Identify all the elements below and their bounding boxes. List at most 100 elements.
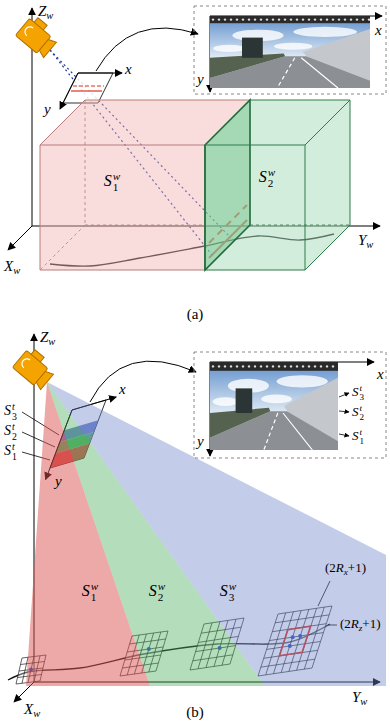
frame-dot — [302, 365, 304, 367]
band-label: S1t — [4, 442, 17, 462]
frame-dot — [332, 18, 334, 20]
region-label: S2w — [149, 581, 165, 604]
glyph: S — [82, 582, 90, 599]
image-axis — [60, 73, 78, 109]
region-shape — [47, 382, 386, 686]
frame-dot — [284, 365, 286, 367]
glyph: S — [352, 384, 359, 399]
frame-dot — [266, 18, 268, 20]
axis-label: y — [55, 472, 62, 490]
glyph: x — [125, 61, 132, 77]
superscript: w — [113, 171, 120, 182]
frame-dot — [212, 18, 214, 20]
frame-dot — [218, 365, 220, 367]
frame-dot — [320, 18, 322, 20]
index-stack: 3t — [12, 402, 17, 422]
frame-dot — [332, 365, 334, 367]
glyph: w — [48, 336, 55, 347]
truck — [236, 388, 253, 413]
glyph: Z — [38, 3, 46, 19]
frame-dot — [254, 18, 256, 20]
subscript: 3 — [360, 393, 365, 402]
frame-dot — [320, 365, 322, 367]
frame-dot — [248, 18, 250, 20]
axis-label: y — [197, 432, 204, 450]
camera-icon — [15, 14, 61, 59]
frame-dot — [362, 18, 364, 20]
frame-dot — [290, 18, 292, 20]
band-label: S2t — [4, 422, 17, 442]
glyph: x — [119, 381, 126, 397]
glyph: S — [104, 172, 112, 189]
band-label: S1t — [352, 428, 364, 446]
subscript: 1 — [91, 592, 98, 603]
axis-label: Xw — [4, 257, 20, 278]
hidden-edge — [40, 225, 85, 270]
frame-dot — [314, 365, 316, 367]
glyph: X — [4, 258, 13, 274]
glyph: x — [344, 567, 348, 577]
glyph: ( — [340, 616, 344, 631]
glyph: S — [220, 582, 228, 599]
sky — [210, 362, 338, 450]
glyph: + — [362, 616, 369, 631]
camera-icon — [12, 346, 58, 391]
glyph: w — [46, 10, 53, 21]
superscript: w — [229, 581, 236, 592]
glyph: ) — [376, 616, 380, 631]
region-fill — [205, 100, 350, 270]
glyph: 2 — [329, 560, 336, 575]
frame-dot — [302, 18, 304, 20]
frame-dot — [242, 18, 244, 20]
lane-mark — [264, 413, 278, 450]
glyph: z — [359, 623, 363, 633]
cloud — [213, 45, 245, 52]
glyph: x — [375, 22, 382, 38]
camera-lens — [37, 37, 56, 57]
panel-label: (a) — [187, 305, 204, 323]
image-axis — [78, 73, 122, 74]
cloud — [213, 397, 239, 406]
superscript: w — [158, 581, 165, 592]
region-label: S3w — [220, 581, 236, 604]
inset-frame — [194, 6, 386, 94]
subscript: 3 — [229, 592, 236, 603]
road-photo — [210, 16, 370, 88]
glyph: R — [336, 560, 344, 575]
frame-dot — [338, 18, 340, 20]
axis-label: Zw — [38, 2, 53, 23]
glyph: 1 — [370, 616, 377, 631]
frame-dot — [356, 18, 358, 20]
boundary-face — [205, 100, 250, 270]
frame-dot — [272, 18, 274, 20]
band-label: S3t — [352, 384, 364, 402]
glyph: + — [348, 560, 355, 575]
inset-frame — [194, 352, 386, 458]
glyph: ) — [199, 704, 204, 720]
frame-dot — [284, 18, 286, 20]
region-label: S1w — [104, 171, 120, 194]
frame-dot — [218, 18, 220, 20]
panel-b — [8, 334, 386, 702]
image-line — [73, 85, 104, 86]
box-edge — [305, 100, 350, 145]
frame-dot — [230, 18, 232, 20]
band-label: S3t — [4, 402, 17, 422]
glyph: S — [352, 428, 359, 443]
view-wedge: S3w — [47, 382, 386, 686]
glyph: a — [192, 306, 199, 322]
pointer-arrow — [96, 28, 198, 71]
region-label: S1w — [82, 581, 98, 604]
index-stack: 1t — [12, 442, 17, 462]
frame-dot — [278, 365, 280, 367]
subscript: 1 — [12, 452, 17, 462]
frame-dot — [260, 365, 262, 367]
index-stack: 1t — [360, 428, 365, 446]
cloud — [293, 27, 357, 37]
frame-dot — [368, 18, 370, 20]
box-edge — [40, 145, 205, 146]
region-label: S2w — [259, 167, 275, 190]
glyph: 1 — [355, 560, 362, 575]
hidden-edge — [85, 100, 86, 225]
